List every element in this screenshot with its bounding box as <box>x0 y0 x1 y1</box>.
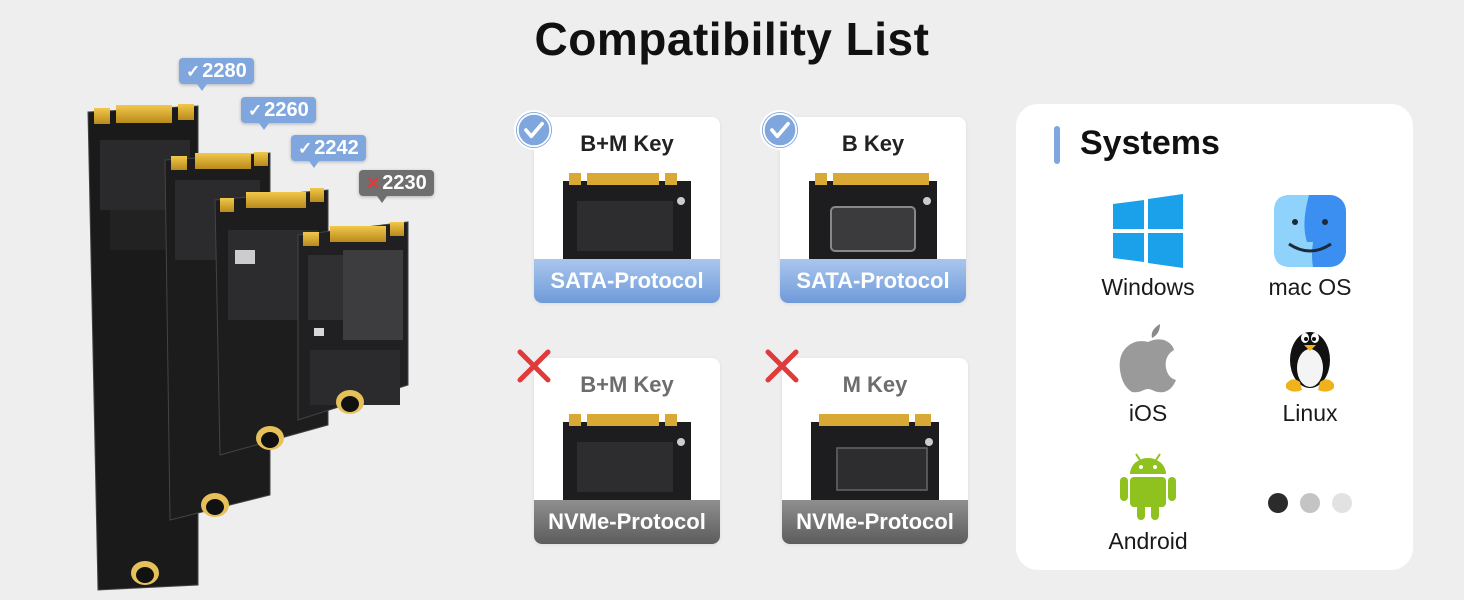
os-label: mac OS <box>1268 274 1352 300</box>
os-macos: mac OS <box>1230 194 1390 301</box>
os-label: Linux <box>1282 400 1338 426</box>
systems-title: Systems <box>1080 124 1220 162</box>
b-key-board-image <box>809 173 937 261</box>
check-icon: ✓ <box>186 62 201 81</box>
protocol-label: SATA-Protocol <box>534 259 720 303</box>
os-label: iOS <box>1128 400 1168 426</box>
apple-icon <box>1119 324 1176 393</box>
key-label: M Key <box>842 372 908 397</box>
key-label: B Key <box>841 131 905 156</box>
key-card-bm-nvme: B+M Key NVMe-Protocol <box>534 358 720 544</box>
os-android: Android <box>1068 448 1228 555</box>
os-label: Android <box>1108 528 1188 554</box>
protocol-label: SATA-Protocol <box>780 259 966 303</box>
bm-key-board-image <box>563 414 691 502</box>
cross-icon: ✕ <box>366 174 381 193</box>
pagination-dot <box>1332 493 1352 513</box>
protocol-label: NVMe-Protocol <box>782 500 968 544</box>
macos-finder-icon <box>1274 195 1346 267</box>
check-icon: ✓ <box>298 139 313 158</box>
check-icon: ✓ <box>248 101 263 120</box>
pagination-dot-active <box>1268 493 1288 513</box>
check-badge-icon <box>514 110 554 150</box>
m-key-board-image <box>811 414 939 502</box>
page-title: Compatibility List <box>534 13 930 65</box>
key-card-b-sata: B Key SATA-Protocol <box>780 117 966 303</box>
pagination-dot <box>1300 493 1320 513</box>
key-label: B+M Key <box>580 131 674 156</box>
size-tag-2242: ✓2242 <box>291 135 366 168</box>
key-card-m-nvme: M Key NVMe-Protocol <box>782 358 968 544</box>
ssd-2230 <box>297 221 409 421</box>
title-accent-bar <box>1054 126 1060 164</box>
bm-key-board-image <box>563 173 691 261</box>
android-icon <box>1120 453 1176 520</box>
protocol-label: NVMe-Protocol <box>534 500 720 544</box>
cross-mark-icon <box>517 349 551 383</box>
systems-panel: Systems Windows mac OS iOS <box>1016 104 1413 570</box>
linux-tux-icon <box>1286 332 1334 392</box>
os-label: Windows <box>1101 274 1195 300</box>
os-windows: Windows <box>1068 194 1228 301</box>
os-ios: iOS <box>1068 320 1228 427</box>
key-card-bm-sata: B+M Key SATA-Protocol <box>534 117 720 303</box>
key-label: B+M Key <box>580 372 674 397</box>
size-tag-2230: ✕2230 <box>359 170 434 203</box>
ssd-stack-illustration <box>87 104 409 591</box>
windows-icon <box>1113 194 1183 268</box>
check-badge-icon <box>760 110 800 150</box>
size-tag-2280: ✓2280 <box>179 58 254 91</box>
size-tag-2260: ✓2260 <box>241 97 316 130</box>
cross-mark-icon <box>765 349 799 383</box>
os-linux: Linux <box>1230 320 1390 427</box>
